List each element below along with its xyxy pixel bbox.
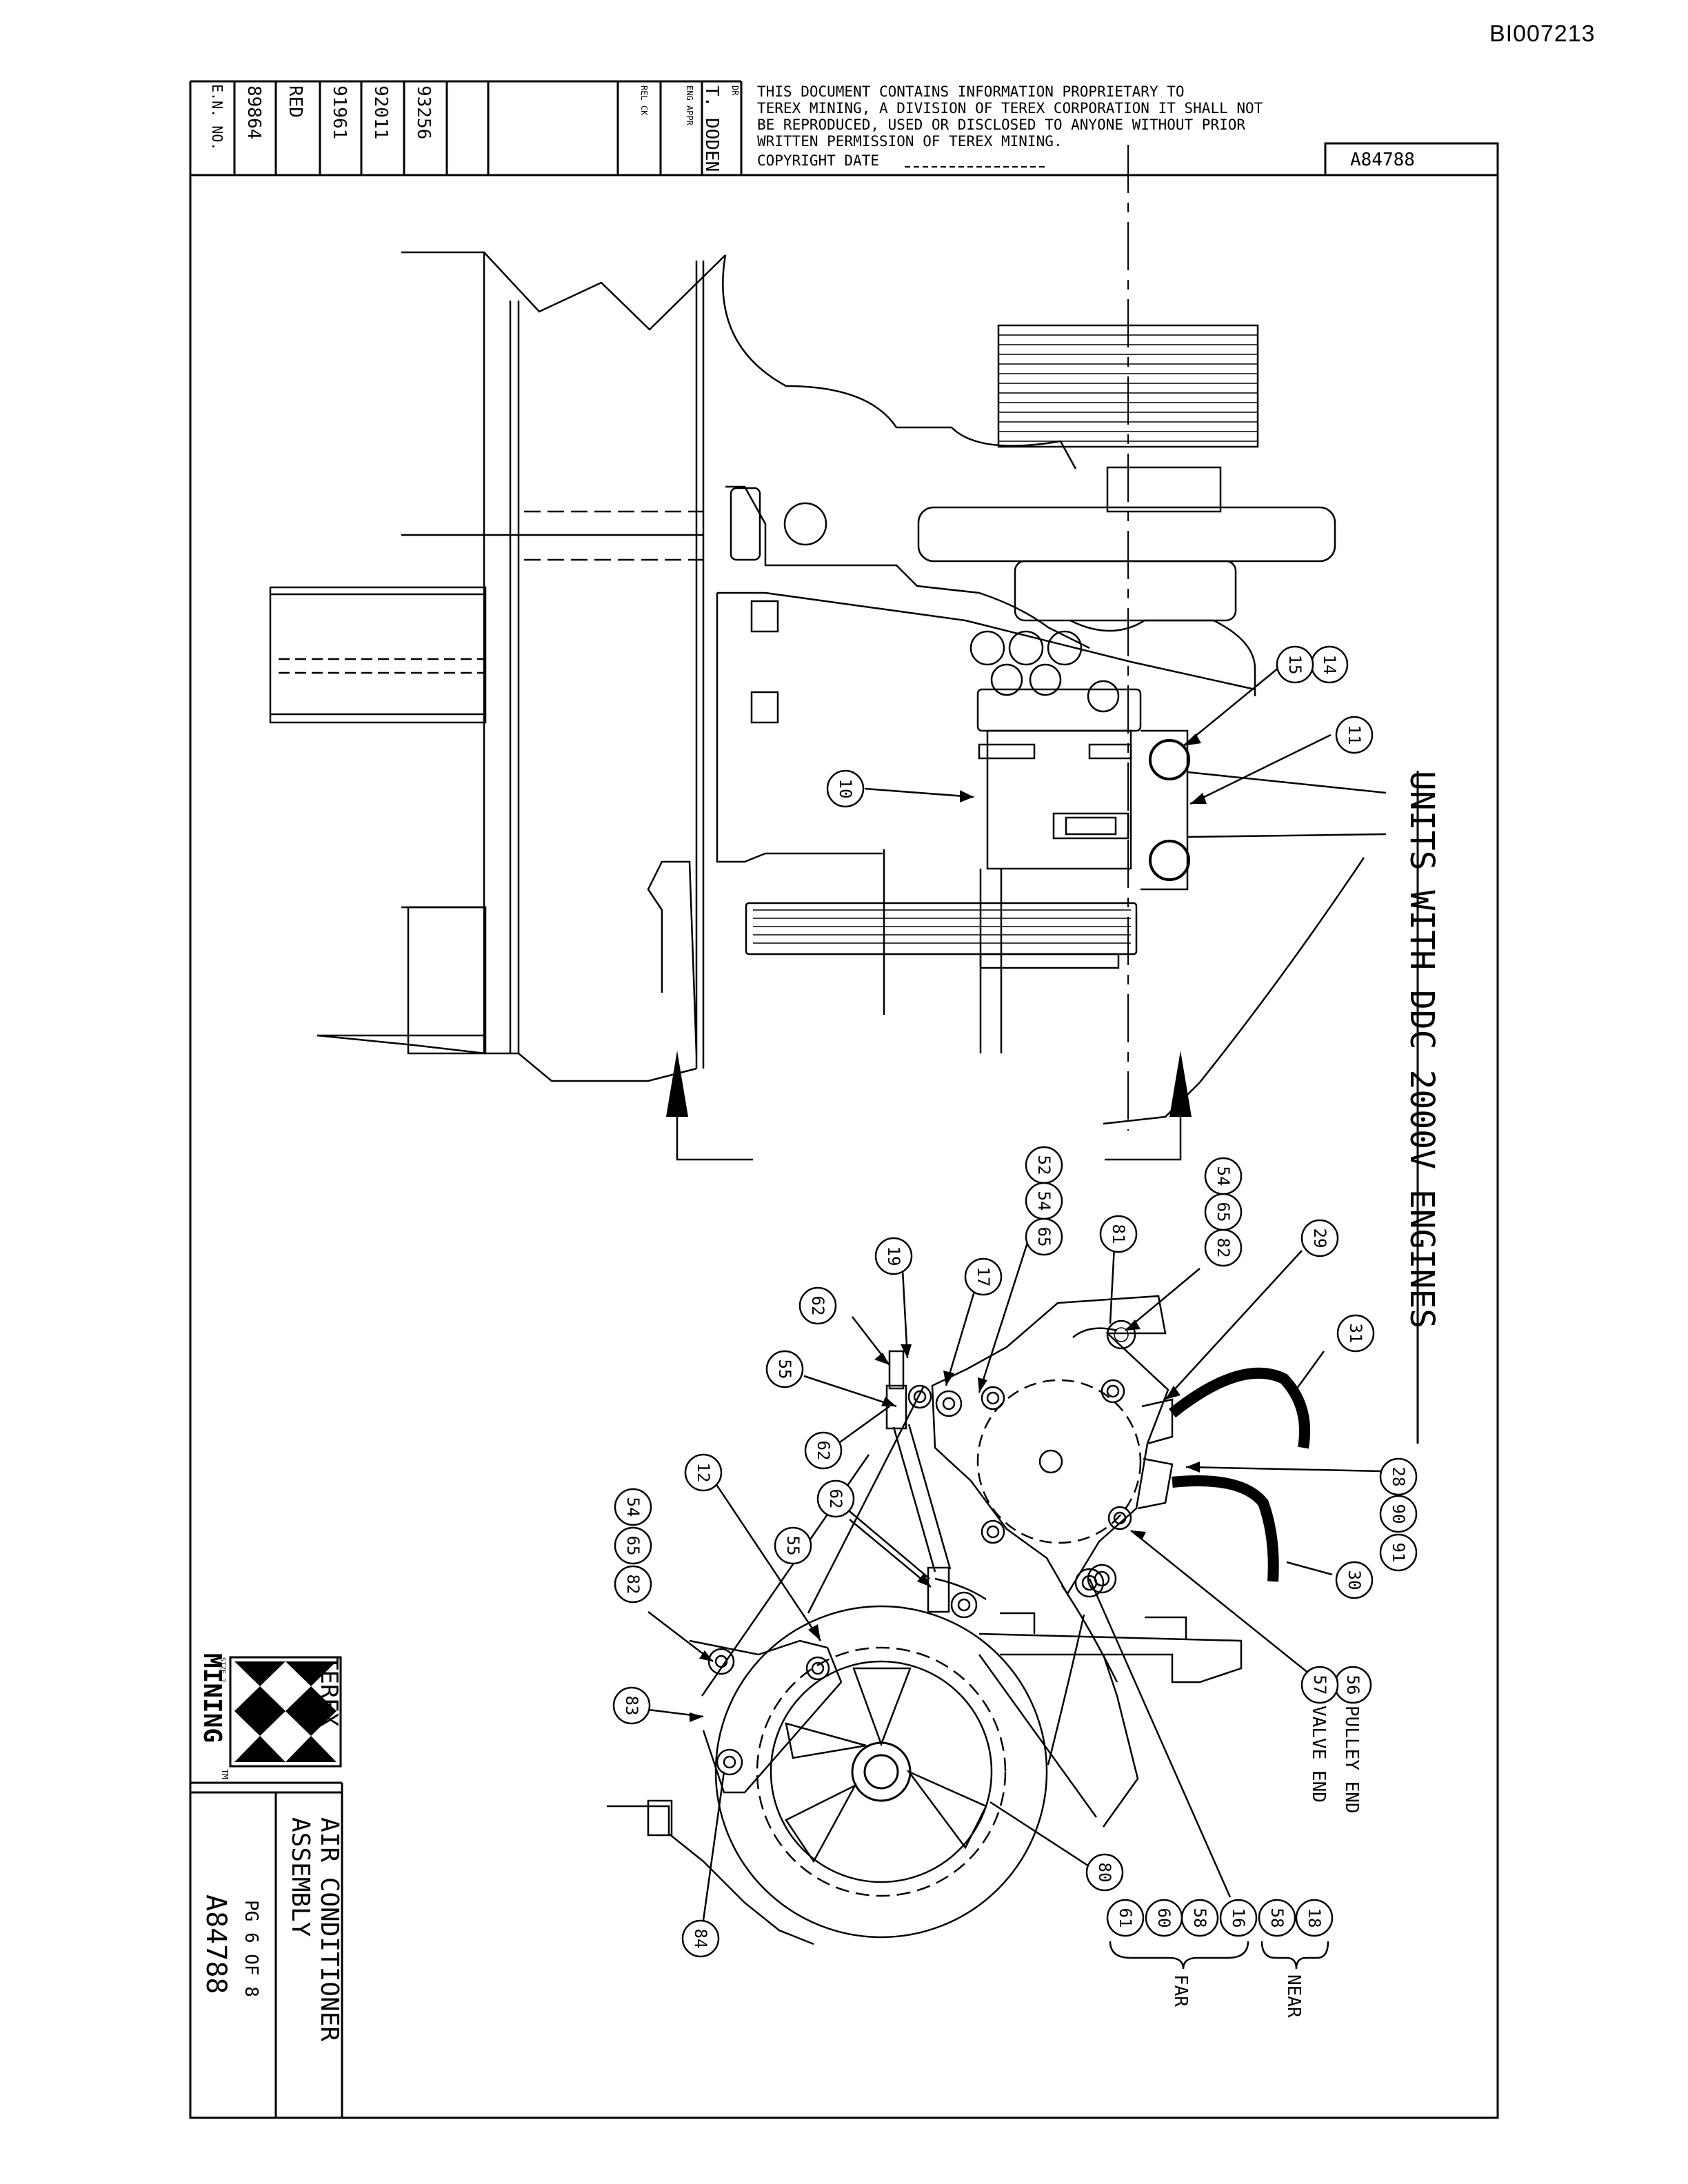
callout-61: 61 — [1116, 1908, 1135, 1928]
bottom-title-block: TEREX MINING TM SIZE 2 AIR CONDITIONER A… — [198, 1653, 343, 2041]
callout-65-b: 65 — [1214, 1202, 1233, 1222]
title-block-text: E.N. NO. 89864 RED 91961 92011 93256 REL… — [209, 84, 740, 172]
dr-label: DR — [730, 85, 740, 96]
callout-numbers: 10 11 14 15 19 17 52 54 65 81 54 65 82 2… — [622, 655, 1408, 1949]
drawing-number-bottom: A84788 — [200, 1894, 232, 1994]
terex-logo-icon — [234, 1661, 336, 1762]
section-arrows — [666, 1051, 1192, 1117]
logo-top-text: TEREX — [315, 1656, 343, 1727]
callout-29: 29 — [1310, 1228, 1329, 1248]
callout-62-a: 62 — [808, 1296, 827, 1316]
assembly-notes: PULLEY END VALVE END FAR NEAR — [1170, 1706, 1362, 2018]
callout-91: 91 — [1389, 1543, 1408, 1563]
note-pulley-end: PULLEY END — [1341, 1706, 1362, 1814]
proprietary-line-4: WRITTEN PERMISSION OF TEREX MINING. — [757, 133, 1063, 150]
callout-81: 81 — [1109, 1224, 1128, 1244]
upper-engine-view — [269, 145, 1387, 1161]
proprietary-line-3: BE REPRODUCED, USED OR DISCLOSED TO ANYO… — [757, 117, 1245, 133]
title-line-1: AIR CONDITIONER — [315, 1817, 343, 2041]
callout-28: 28 — [1389, 1467, 1408, 1487]
callout-17: 17 — [974, 1267, 993, 1287]
revision-1: 89864 — [243, 85, 264, 139]
eng-appr-label: ENG APPR — [685, 85, 694, 126]
rel-ck-label: REL CK — [639, 85, 649, 116]
proprietary-notice: THIS DOCUMENT CONTAINS INFORMATION PROPR… — [757, 83, 1415, 170]
callout-57: 57 — [1310, 1675, 1329, 1695]
callout-80: 80 — [1095, 1863, 1114, 1883]
callout-52: 52 — [1034, 1155, 1054, 1175]
callout-60: 60 — [1154, 1908, 1174, 1928]
callout-11: 11 — [1345, 725, 1364, 745]
drawn-by: T. DODEN — [701, 85, 722, 172]
callout-31: 31 — [1346, 1324, 1365, 1344]
title-line-2: ASSEMBLY — [286, 1817, 314, 1937]
callout-83: 83 — [622, 1696, 641, 1716]
callout-18: 18 — [1305, 1908, 1324, 1928]
note-far: FAR — [1170, 1974, 1191, 2007]
callout-82-c: 82 — [623, 1575, 643, 1595]
leader-arrowheads — [690, 734, 1207, 1722]
leader-lines — [647, 664, 1381, 1931]
view-note-text: UNITS WITH DDC 2000V ENGINES — [1403, 771, 1441, 1328]
document-id: BI007213 — [1489, 21, 1596, 47]
callout-82-b: 82 — [1214, 1238, 1233, 1258]
note-near: NEAR — [1283, 1974, 1304, 2018]
note-valve-end: VALVE END — [1308, 1706, 1329, 1803]
drawing-frame — [189, 80, 1499, 2119]
page-number: PG 6 OF 8 — [241, 1900, 261, 1997]
lower-bracket-view — [607, 1295, 1311, 1945]
callout-30: 30 — [1345, 1570, 1364, 1590]
logo-bottom-text: MINING — [198, 1653, 226, 1743]
callout-54-a: 54 — [1034, 1191, 1054, 1211]
callout-10: 10 — [836, 779, 855, 799]
callout-56: 56 — [1343, 1675, 1363, 1695]
en-no-label: E.N. NO. — [209, 84, 225, 150]
callout-15: 15 — [1285, 655, 1305, 675]
callout-65-c: 65 — [623, 1536, 643, 1556]
pulley-grooves — [998, 334, 1258, 442]
revision-5: 93256 — [413, 85, 434, 139]
proprietary-line-2: TEREX MINING, A DIVISION OF TEREX CORPOR… — [757, 100, 1263, 117]
callout-58-a: 58 — [1190, 1908, 1209, 1928]
logo-tm: TM — [220, 1769, 230, 1779]
callout-54-b: 54 — [1214, 1166, 1233, 1186]
proprietary-line-1: THIS DOCUMENT CONTAINS INFORMATION PROPR… — [757, 83, 1185, 100]
drawing-number-top: A84788 — [1350, 150, 1415, 170]
callout-65-a: 65 — [1034, 1227, 1054, 1247]
callout-12: 12 — [694, 1463, 713, 1483]
revision-3: 91961 — [329, 85, 350, 139]
callout-55-b: 55 — [783, 1536, 803, 1556]
callout-55-a: 55 — [775, 1359, 794, 1379]
callout-62-c: 62 — [826, 1489, 845, 1509]
callout-19: 19 — [884, 1246, 903, 1266]
callout-14: 14 — [1320, 655, 1339, 675]
callout-62-b: 62 — [814, 1441, 833, 1461]
callout-90: 90 — [1389, 1504, 1408, 1524]
callout-54-c: 54 — [623, 1497, 643, 1517]
group-braces — [1109, 1941, 1329, 1970]
revision-2: RED — [285, 85, 305, 118]
sheet-size: SIZE 2 — [219, 1657, 226, 1682]
revision-4: 92011 — [370, 85, 391, 139]
callout-16: 16 — [1229, 1908, 1248, 1928]
callout-balloons — [612, 645, 1418, 1958]
view-note: UNITS WITH DDC 2000V ENGINES — [1403, 771, 1441, 1444]
callout-58-b: 58 — [1267, 1908, 1287, 1928]
copyright-date-label: COPYRIGHT DATE — [757, 152, 879, 169]
callout-84: 84 — [691, 1929, 710, 1949]
